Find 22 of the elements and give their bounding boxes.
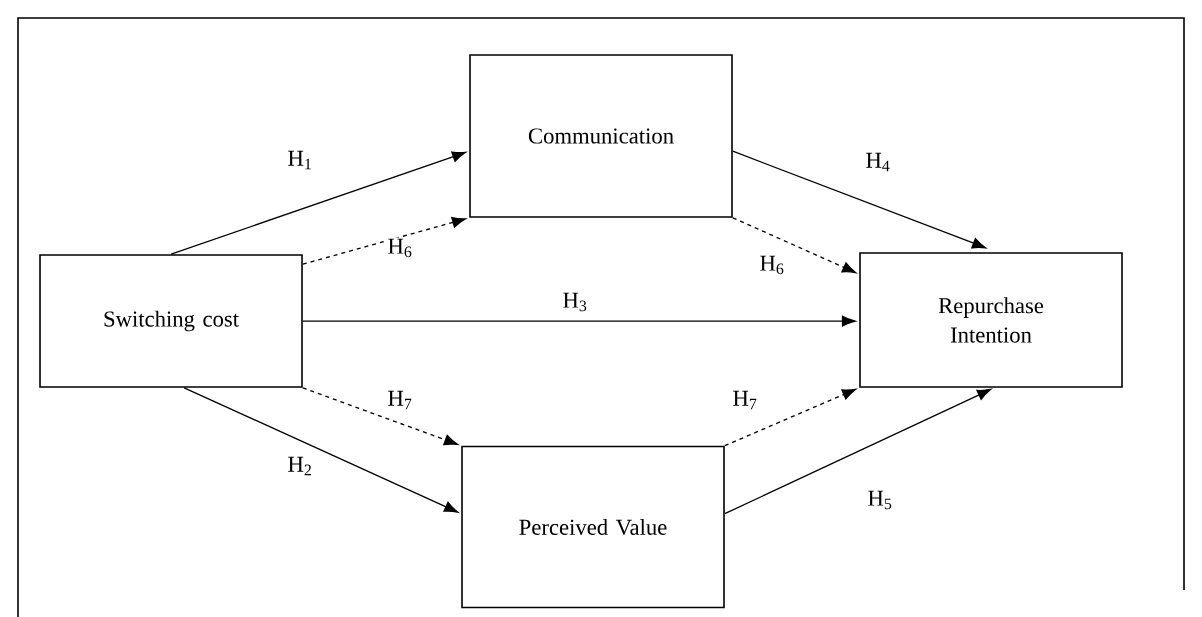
- concept-box: Perceived Value: [461, 445, 725, 609]
- concept-box: Repurchase Intention: [859, 252, 1123, 388]
- edge-label: H$_{1}$: [286, 149, 314, 171]
- edge-label: H$_{4}$: [864, 151, 892, 173]
- edge-label: H$_{6}$: [758, 254, 786, 276]
- edge-label: H$_{5}$: [866, 489, 894, 511]
- edge-label: H$_{3}$: [561, 291, 589, 313]
- arrow: [183, 387, 459, 513]
- arrow: [724, 388, 992, 515]
- arrow: [732, 217, 857, 274]
- edge-label: H$_{7}$: [386, 389, 414, 411]
- arrow: [302, 216, 466, 265]
- concept-box: Switching cost: [39, 254, 303, 388]
- edge-label: H$_{6}$: [386, 237, 414, 259]
- arrow: [302, 387, 459, 446]
- edge-label: H$_{7}$: [731, 389, 759, 411]
- arrow: [302, 315, 856, 327]
- edge-label: H$_{2}$: [286, 455, 314, 477]
- arrow: [732, 150, 987, 249]
- concept-box: Communication: [469, 54, 733, 218]
- arrow: [724, 388, 857, 447]
- arrow: [170, 151, 466, 255]
